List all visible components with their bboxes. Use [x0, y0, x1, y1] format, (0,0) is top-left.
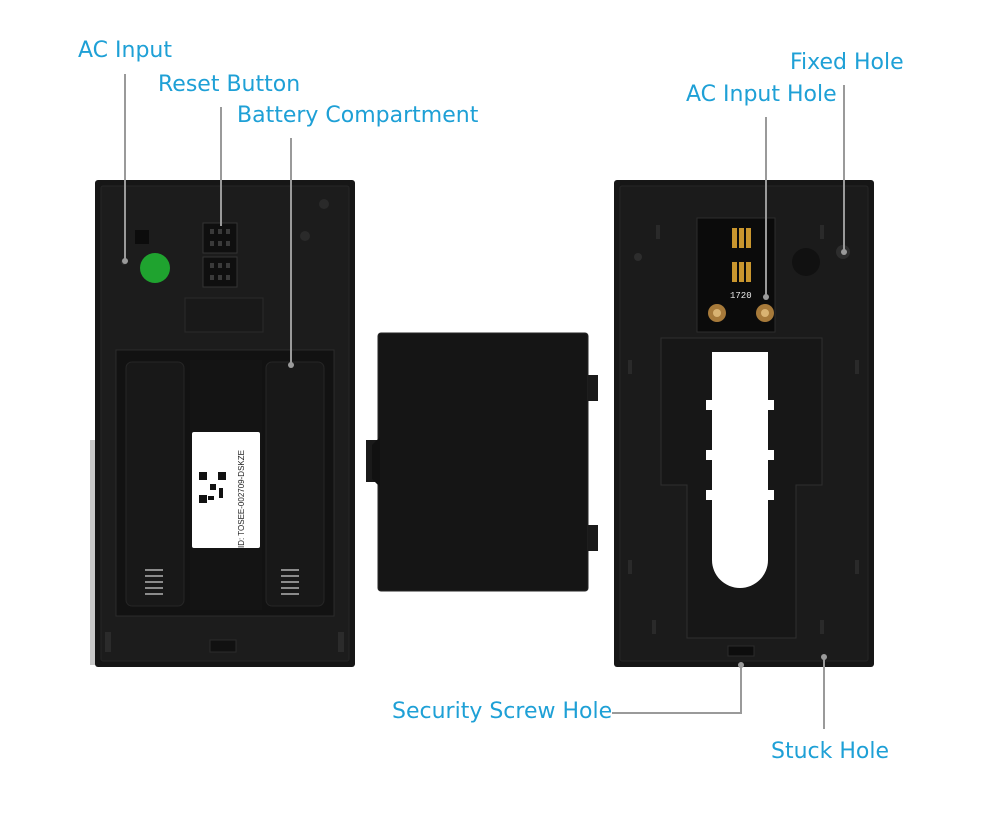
svg-text:1720: 1720: [730, 291, 752, 301]
stuck-hole-dot: [821, 654, 827, 660]
security-screw-hole-leader-v: [740, 666, 742, 714]
reset-connector-top: [202, 222, 238, 254]
mounting-bracket: 1720: [614, 180, 874, 667]
ac-input-hole-dot: [763, 294, 769, 300]
green-indicator: [140, 253, 170, 283]
fixed-hole-dot: [841, 249, 847, 255]
security-screw-hole-leader-h: [612, 712, 742, 714]
battery-cover: [366, 332, 598, 592]
bracket-cutout: [706, 352, 774, 588]
reset-connector-bottom: [202, 256, 238, 288]
svg-text:ID: TOSEE-002709-DSKZE: ID: TOSEE-002709-DSKZE: [237, 450, 246, 548]
id-sticker: [192, 432, 260, 548]
battery-compartment-label: Battery Compartment: [237, 103, 479, 128]
stuck-hole-leader: [823, 657, 825, 729]
reset-button-leader: [220, 107, 222, 226]
ac-input-dot: [122, 258, 128, 264]
fixed-hole-leader: [843, 85, 845, 252]
ac-input-label: AC Input: [78, 38, 172, 63]
ac-input-hole-label: AC Input Hole: [686, 82, 837, 107]
security-screw-hole-label: Security Screw Hole: [392, 699, 613, 724]
reset-button-label: Reset Button: [158, 72, 301, 97]
ac-input-leader: [124, 74, 126, 262]
ac-input-hole-leader: [765, 117, 767, 297]
doorbell-back-unit: ID: TOSEE-002709-DSKZE: [90, 180, 355, 667]
fixed-hole-label: Fixed Hole: [790, 50, 904, 75]
security-screw-hole-dot: [738, 662, 744, 668]
battery-compartment-leader: [290, 138, 292, 364]
battery-compartment-dot: [288, 362, 294, 368]
stuck-hole-label: Stuck Hole: [771, 739, 890, 764]
